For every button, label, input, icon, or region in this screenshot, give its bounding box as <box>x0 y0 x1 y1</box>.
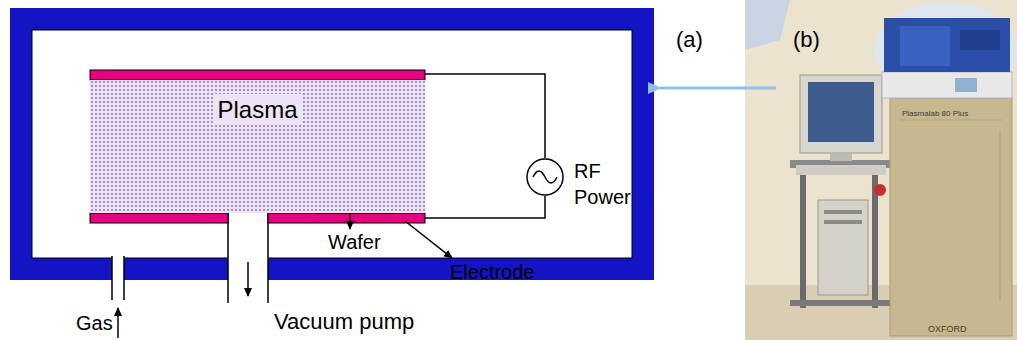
label-holder: (b) <box>793 26 820 55</box>
text-label: Plasmalab 80 Plus <box>902 109 968 119</box>
text-label: Electrode <box>450 259 535 285</box>
rf-source-symbol <box>527 159 563 195</box>
label-holder: (a) <box>676 26 703 55</box>
plasma-region: Plasma <box>90 80 425 213</box>
label-holder: OXFORD <box>928 318 967 336</box>
rf-wire <box>425 74 545 158</box>
wafer-leader <box>349 211 351 229</box>
label-holder: Electrode <box>450 259 535 285</box>
label-holder: Plasmalab 80 Plus <box>902 102 968 120</box>
label-holder: Wafer <box>328 229 381 255</box>
top-electrode <box>90 70 425 80</box>
equipment-photo <box>745 0 1017 340</box>
callout-arrow <box>660 87 776 90</box>
label-holder: Gas <box>76 310 113 336</box>
label-holder: RF Power <box>574 158 646 210</box>
pump-arrow <box>247 262 249 296</box>
text-label: OXFORD <box>928 324 967 336</box>
text-label: Wafer <box>328 229 381 255</box>
chamber-wall <box>10 8 654 280</box>
gas-arrow <box>117 308 119 338</box>
text-label: (b) <box>793 26 820 55</box>
text-label: Plasma <box>213 94 301 125</box>
text-label: (a) <box>676 26 703 55</box>
text-label: Gas <box>76 310 113 336</box>
text-label: RF Power <box>574 158 646 210</box>
text-label: Vacuum pump <box>274 308 414 337</box>
label-holder: Vacuum pump <box>274 308 414 337</box>
electrode-leader <box>405 221 452 258</box>
bottom-electrode <box>90 213 228 223</box>
